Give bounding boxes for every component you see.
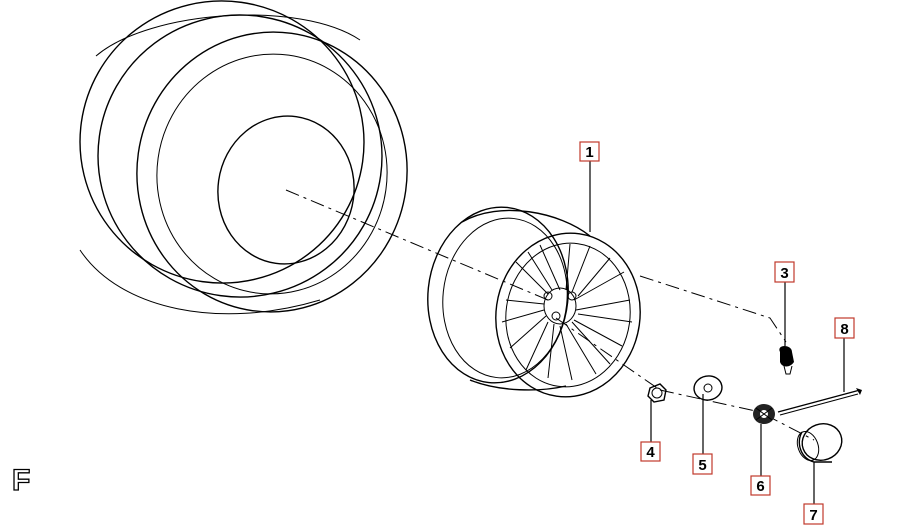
lug-nut xyxy=(647,383,667,403)
callout-3: 3 xyxy=(774,261,795,283)
hub-cap xyxy=(796,423,843,463)
castle-nut xyxy=(753,404,775,424)
callout-3-label: 3 xyxy=(780,265,788,282)
callout-8-label: 8 xyxy=(840,321,848,338)
callout-7: 7 xyxy=(803,503,824,525)
callout-1-label: 1 xyxy=(585,144,593,161)
callout-1: 1 xyxy=(579,141,600,162)
leader-lines xyxy=(589,161,845,504)
rim-spokes xyxy=(501,243,633,381)
valve-stem xyxy=(779,346,794,375)
tire xyxy=(79,0,408,315)
washer xyxy=(693,375,723,401)
hub-centerline xyxy=(555,317,661,391)
rim xyxy=(427,206,641,398)
axle-centerline xyxy=(285,189,549,301)
callout-6-label: 6 xyxy=(756,478,764,495)
valve-stem-centerline xyxy=(639,275,787,343)
callout-4: 4 xyxy=(640,441,661,462)
hub-centerline-2 xyxy=(659,389,815,441)
corner-mark: F xyxy=(12,464,30,497)
cotter-pin xyxy=(777,388,862,416)
callout-5-label: 5 xyxy=(698,457,706,474)
callout-8: 8 xyxy=(834,317,855,339)
callout-6: 6 xyxy=(750,475,771,496)
callout-7-label: 7 xyxy=(809,507,817,524)
callout-4-label: 4 xyxy=(646,444,655,461)
callout-5: 5 xyxy=(692,453,713,475)
